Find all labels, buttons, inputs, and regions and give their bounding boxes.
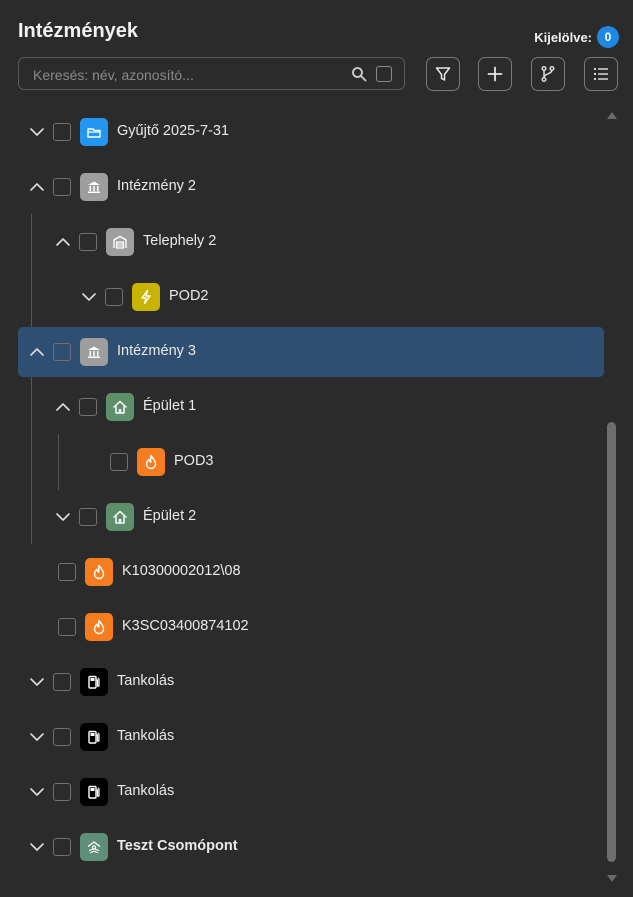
tree-row-label: Teszt Csomópont [117,838,238,854]
selected-row-highlight [18,327,604,377]
row-checkbox[interactable] [110,453,128,471]
tree-row[interactable]: Épület 1 [0,382,610,432]
node-icon [80,833,108,861]
row-checkbox[interactable] [53,343,71,361]
scroll-up-arrow[interactable] [607,112,617,119]
gas-icon [85,558,113,586]
row-checkbox[interactable] [58,563,76,581]
row-checkbox[interactable] [79,508,97,526]
fuel-pump-icon [80,778,108,806]
row-checkbox[interactable] [53,123,71,141]
chevron-down-icon[interactable] [55,509,71,525]
selection-indicator: Kijelölve: 0 [534,26,619,48]
page-title: Intézmények [18,20,139,42]
tree-row[interactable]: Intézmény 2 [0,162,610,212]
row-checkbox[interactable] [53,673,71,691]
plus-icon [487,66,503,82]
chevron-down-icon[interactable] [29,674,45,690]
chevron-down-icon[interactable] [29,784,45,800]
chevron-down-icon[interactable] [29,729,45,745]
row-checkbox[interactable] [58,618,76,636]
branch-button[interactable] [531,57,565,91]
tree-row[interactable]: Gyűjtő 2025-7-31 [0,107,610,157]
tree-row-label: Épület 2 [143,508,197,524]
chevron-down-icon[interactable] [81,289,97,305]
scroll-down-arrow[interactable] [607,875,617,882]
tree-row-label: K10300002012\08 [122,563,241,579]
row-checkbox[interactable] [53,838,71,856]
fuel-pump-icon [80,723,108,751]
chevron-down-icon[interactable] [29,839,45,855]
branch-icon [541,66,555,82]
scrollbar[interactable] [605,112,619,882]
tree-row[interactable]: Intézmény 3 [0,327,610,377]
selected-count-badge: 0 [597,26,619,48]
electric-icon [132,283,160,311]
selected-label: Kijelölve: [534,29,592,45]
tree-row-label: Tankolás [117,728,175,744]
tree-row[interactable]: Épület 2 [0,492,610,542]
tree-row-label: Intézmény 3 [117,343,196,359]
tree-row[interactable]: K10300002012\08 [0,547,610,597]
tree-row[interactable]: Tankolás [0,657,610,707]
building-icon [106,393,134,421]
tree-row[interactable]: POD2 [0,272,610,322]
gas-icon [85,613,113,641]
tree-row-label: Tankolás [117,673,175,689]
chevron-up-icon[interactable] [55,399,71,415]
tree-row-label: Épület 1 [143,398,197,414]
tree-row-label: Intézmény 2 [117,178,196,194]
list-view-button[interactable] [584,57,618,91]
chevron-up-icon[interactable] [29,179,45,195]
search-box [18,57,405,90]
row-checkbox[interactable] [53,178,71,196]
row-checkbox[interactable] [53,783,71,801]
scroll-thumb[interactable] [607,422,616,862]
row-checkbox[interactable] [53,728,71,746]
tree-row[interactable]: POD3 [0,437,610,487]
tree-row-label: Tankolás [117,783,175,799]
search-icon[interactable] [351,66,367,82]
tree-row-label: Telephely 2 [143,233,217,249]
tree-row[interactable]: Telephely 2 [0,217,610,267]
tree-row-label: POD3 [174,453,214,469]
building-icon [106,503,134,531]
folder-icon [80,118,108,146]
chevron-down-icon[interactable] [29,124,45,140]
tree-guide-line [58,434,59,490]
tree-row[interactable]: Teszt Csomópont [0,822,610,872]
tree-row-label: Gyűjtő 2025-7-31 [117,123,230,139]
institution-icon [80,338,108,366]
tree-guide-line [31,214,32,544]
chevron-up-icon[interactable] [29,344,45,360]
add-button[interactable] [478,57,512,91]
row-checkbox[interactable] [105,288,123,306]
tree-row-label: POD2 [169,288,209,304]
search-input[interactable] [31,64,335,86]
tree-row[interactable]: Tankolás [0,767,610,817]
tree-row[interactable]: Tankolás [0,712,610,762]
tree-row[interactable]: K3SC03400874102 [0,602,610,652]
tree-row-label: K3SC03400874102 [122,618,249,634]
fuel-pump-icon [80,668,108,696]
search-checkbox[interactable] [376,66,392,82]
filter-icon [435,67,451,81]
row-checkbox[interactable] [79,233,97,251]
chevron-up-icon[interactable] [55,234,71,250]
row-checkbox[interactable] [79,398,97,416]
gas-icon [137,448,165,476]
site-icon [106,228,134,256]
institution-icon [80,173,108,201]
list-icon [593,67,608,81]
filter-button[interactable] [426,57,460,91]
